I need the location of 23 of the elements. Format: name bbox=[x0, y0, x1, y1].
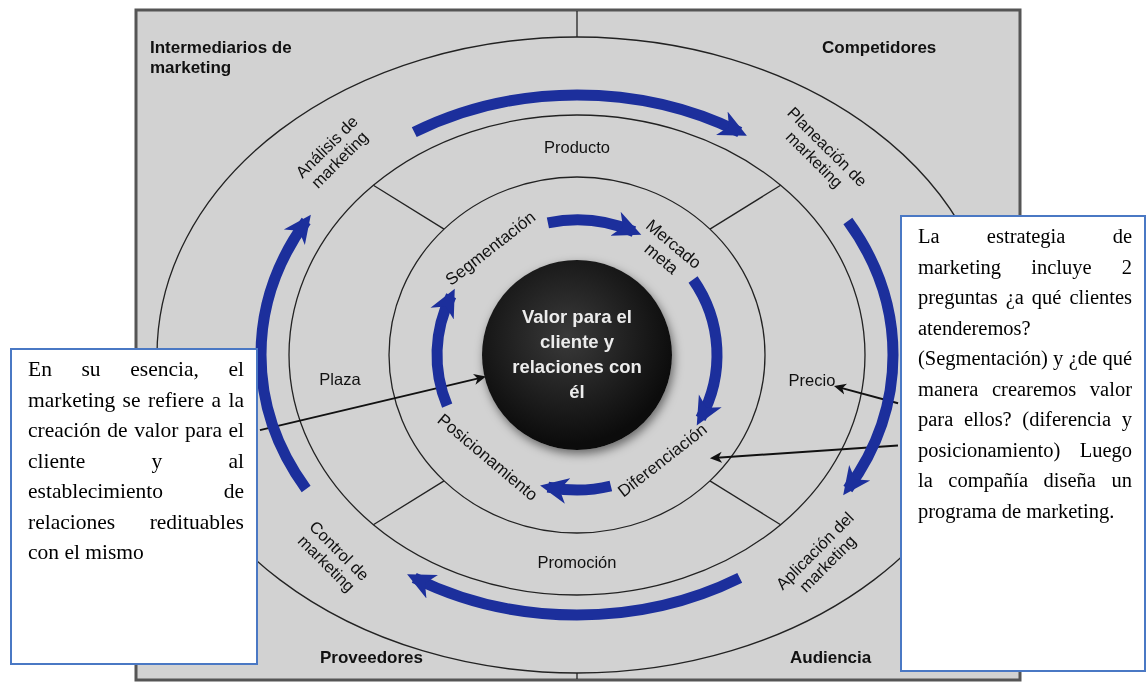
sector-label: Precio bbox=[788, 370, 836, 390]
cycle-arrow bbox=[412, 89, 748, 138]
cycle-arrow bbox=[406, 572, 742, 621]
cycle-arrow bbox=[540, 477, 612, 503]
leader-arrow bbox=[258, 373, 486, 432]
cycle-arrow bbox=[547, 212, 642, 238]
callout-box bbox=[900, 215, 1146, 672]
leader-arrow bbox=[833, 383, 900, 405]
cycle-arrow bbox=[688, 276, 723, 426]
sector-label: Promoción bbox=[537, 553, 617, 573]
cycle-arrow bbox=[256, 214, 311, 492]
callout-text: La estrategia de marketing incluye 2 preguntas ¿a qué clientes atenderemos? (Segmentación) y ¿de qué manera crearemos valor para ellos? (diferencia y posicionamiento) Luego la compañía diseña un programa de marketing. bbox=[918, 224, 1132, 525]
callout-text: En su esencia, el marketing se refiere a la creación de valor para el cliente y al establecimiento de relaciones redituables con el mismo bbox=[28, 356, 244, 566]
environment-label: Proveedores bbox=[320, 648, 423, 669]
cycle-arrow bbox=[431, 288, 457, 408]
environment-label: Audiencia bbox=[790, 648, 872, 669]
callout-box bbox=[10, 348, 258, 665]
sector-label: Plaza bbox=[319, 370, 361, 390]
leader-arrow bbox=[709, 444, 899, 463]
environment-label: Competidores bbox=[822, 38, 937, 59]
sector-label: Producto bbox=[544, 138, 610, 158]
cycle-arrow bbox=[843, 218, 898, 496]
environment-label: Intermediarios de marketing bbox=[150, 38, 293, 79]
